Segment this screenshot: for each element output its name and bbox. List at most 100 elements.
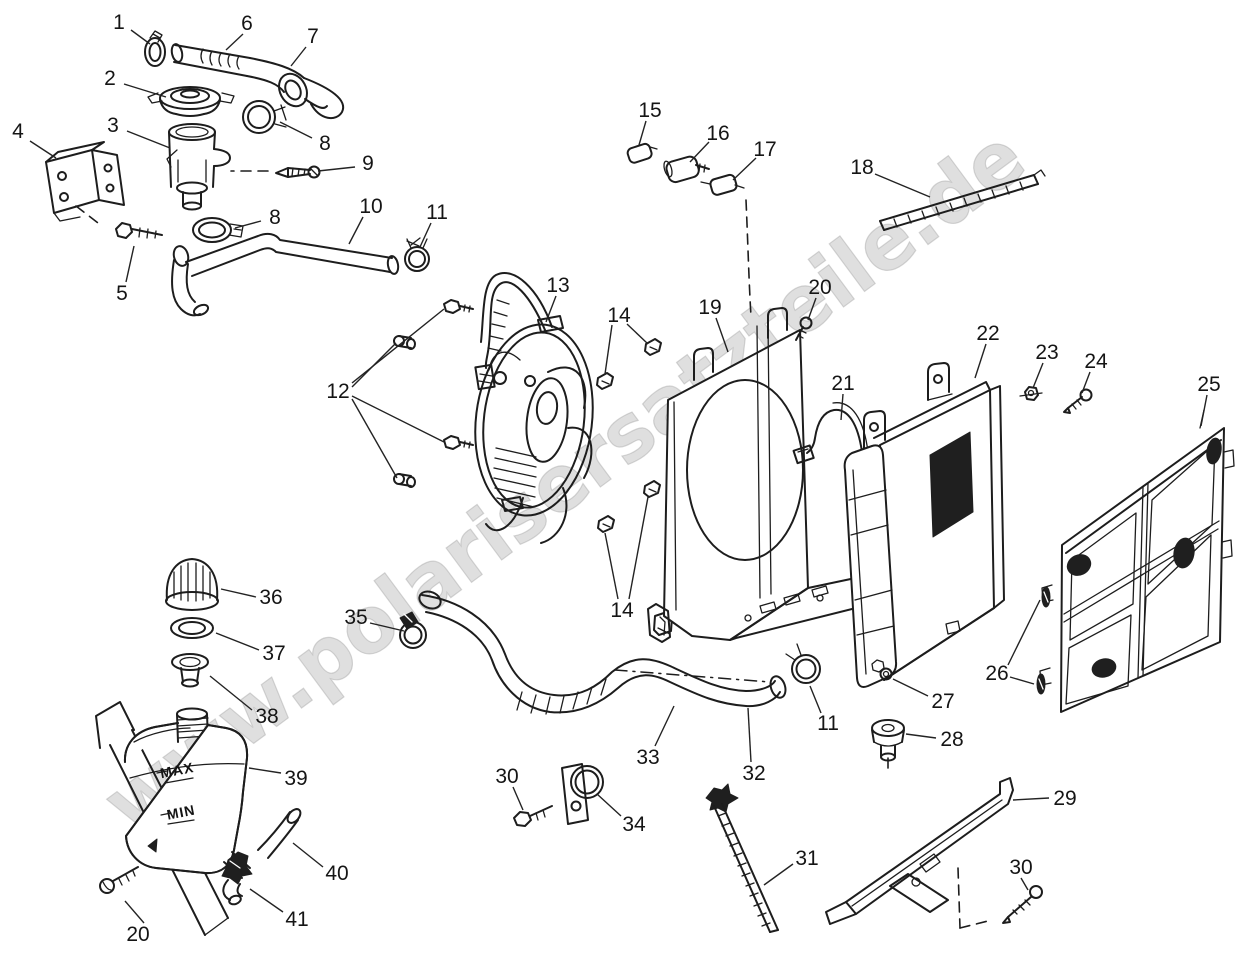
callout-18: 18: [850, 156, 873, 179]
callout-32: 32: [742, 762, 765, 785]
part-clamp-1: [144, 30, 166, 67]
part-fitting-17: [700, 173, 745, 196]
callout-leader-38: [209, 675, 253, 711]
callout-37: 37: [262, 642, 285, 665]
callout-leader-32: [747, 707, 752, 763]
callout-7: 7: [307, 25, 319, 48]
part-screw-24: [1063, 388, 1093, 414]
callout-20: 20: [126, 923, 149, 946]
callout-8: 8: [319, 132, 331, 155]
callout-leader-17: [732, 157, 757, 181]
callout-leader-9: [317, 166, 356, 172]
callout-2: 2: [104, 67, 116, 90]
part-grommet-38: [171, 653, 209, 688]
callout-10: 10: [359, 195, 382, 218]
callout-24: 24: [1084, 350, 1108, 373]
part-nut-23: [1019, 386, 1043, 401]
callout-25: 25: [1197, 373, 1220, 396]
part-hose-7: [246, 57, 345, 120]
part-bracket-4: [45, 141, 125, 222]
callout-leader-14: [604, 324, 613, 375]
callout-leader-22: [974, 343, 987, 379]
part-bracket-29: [825, 777, 1014, 925]
callout-27: 27: [931, 690, 954, 713]
callout-14: 14: [607, 304, 631, 327]
callout-1: 1: [113, 11, 125, 34]
callout-leader-8: [234, 220, 262, 229]
bottle-max-label: MAX: [159, 759, 196, 781]
callout-8: 8: [269, 206, 281, 229]
callout-leader-19: [715, 317, 729, 353]
callout-leader-20: [807, 297, 817, 321]
callout-28: 28: [940, 728, 963, 751]
callout-9: 9: [362, 152, 374, 175]
callout-40: 40: [325, 862, 348, 885]
callout-34: 34: [622, 813, 646, 836]
callout-38: 38: [255, 705, 278, 728]
callout-leader-35: [369, 622, 405, 632]
part-cap-36: [165, 558, 219, 611]
callout-leader-24: [1081, 371, 1091, 394]
callout-leader-40: [292, 842, 324, 868]
callout-12: 12: [326, 380, 349, 403]
callout-26: 26: [985, 662, 1008, 685]
callout-leader-28: [905, 733, 937, 739]
part-clips-26: [1036, 586, 1051, 695]
part-radiator-cap-2: [147, 86, 235, 117]
part-clamp-11b: [785, 643, 821, 684]
part-bolt-30a: [513, 805, 553, 827]
part-hose-33-32: [418, 590, 787, 715]
callout-leader-30: [1020, 877, 1029, 891]
callout-leader-36: [220, 588, 257, 598]
callout-leader-2: [123, 83, 167, 98]
callout-14: 14: [610, 599, 634, 622]
callout-leader-25: [1200, 394, 1208, 427]
callout-6: 6: [241, 12, 253, 35]
bottle-min-label: MIN: [165, 802, 196, 823]
part-filler-neck-3: [166, 123, 231, 211]
part-hose-40: [257, 808, 302, 859]
callout-19: 19: [698, 296, 721, 319]
part-grille-25: [1039, 409, 1235, 713]
part-bolt-5: [115, 222, 163, 239]
callout-leader-13: [545, 295, 557, 323]
callout-leader-14: [628, 496, 649, 600]
callout-leader-10: [348, 216, 364, 245]
part-sensor-16: [663, 155, 710, 184]
callout-31: 31: [795, 847, 818, 870]
callout-leader-26: [1007, 599, 1041, 666]
callout-leader-12: [351, 398, 398, 479]
callout-23: 23: [1035, 341, 1058, 364]
callout-36: 36: [259, 586, 282, 609]
part-fitting-27: [871, 659, 893, 681]
callout-3: 3: [107, 114, 119, 137]
callout-35: 35: [344, 606, 367, 629]
callout-29: 29: [1053, 787, 1076, 810]
callout-leader-39: [248, 767, 282, 774]
callout-leader-5: [125, 245, 135, 283]
part-fitting-15: [626, 142, 658, 164]
callout-leader-41: [249, 888, 284, 913]
callout-33: 33: [636, 746, 659, 769]
callout-leader-33: [654, 705, 675, 747]
callout-30: 30: [495, 765, 518, 788]
callout-16: 16: [706, 122, 729, 145]
callout-leader-3: [126, 130, 171, 149]
callout-leader-12: [351, 395, 445, 443]
part-shroud-19: [647, 307, 889, 643]
part-strip-18: [879, 169, 1046, 231]
part-clamp-35: [399, 611, 427, 649]
callout-leader-14: [604, 532, 619, 600]
callout-leader-31: [763, 863, 794, 886]
part-clamp-8b: [192, 217, 244, 243]
callout-leader-12: [351, 342, 397, 388]
part-elbow-41: [221, 851, 253, 906]
diagram-line-art: MAX MIN: [45, 30, 1235, 936]
callout-39: 39: [284, 767, 307, 790]
callout-4: 4: [12, 120, 24, 143]
callout-leader-8: [279, 121, 313, 139]
part-hose-6: [170, 43, 251, 77]
